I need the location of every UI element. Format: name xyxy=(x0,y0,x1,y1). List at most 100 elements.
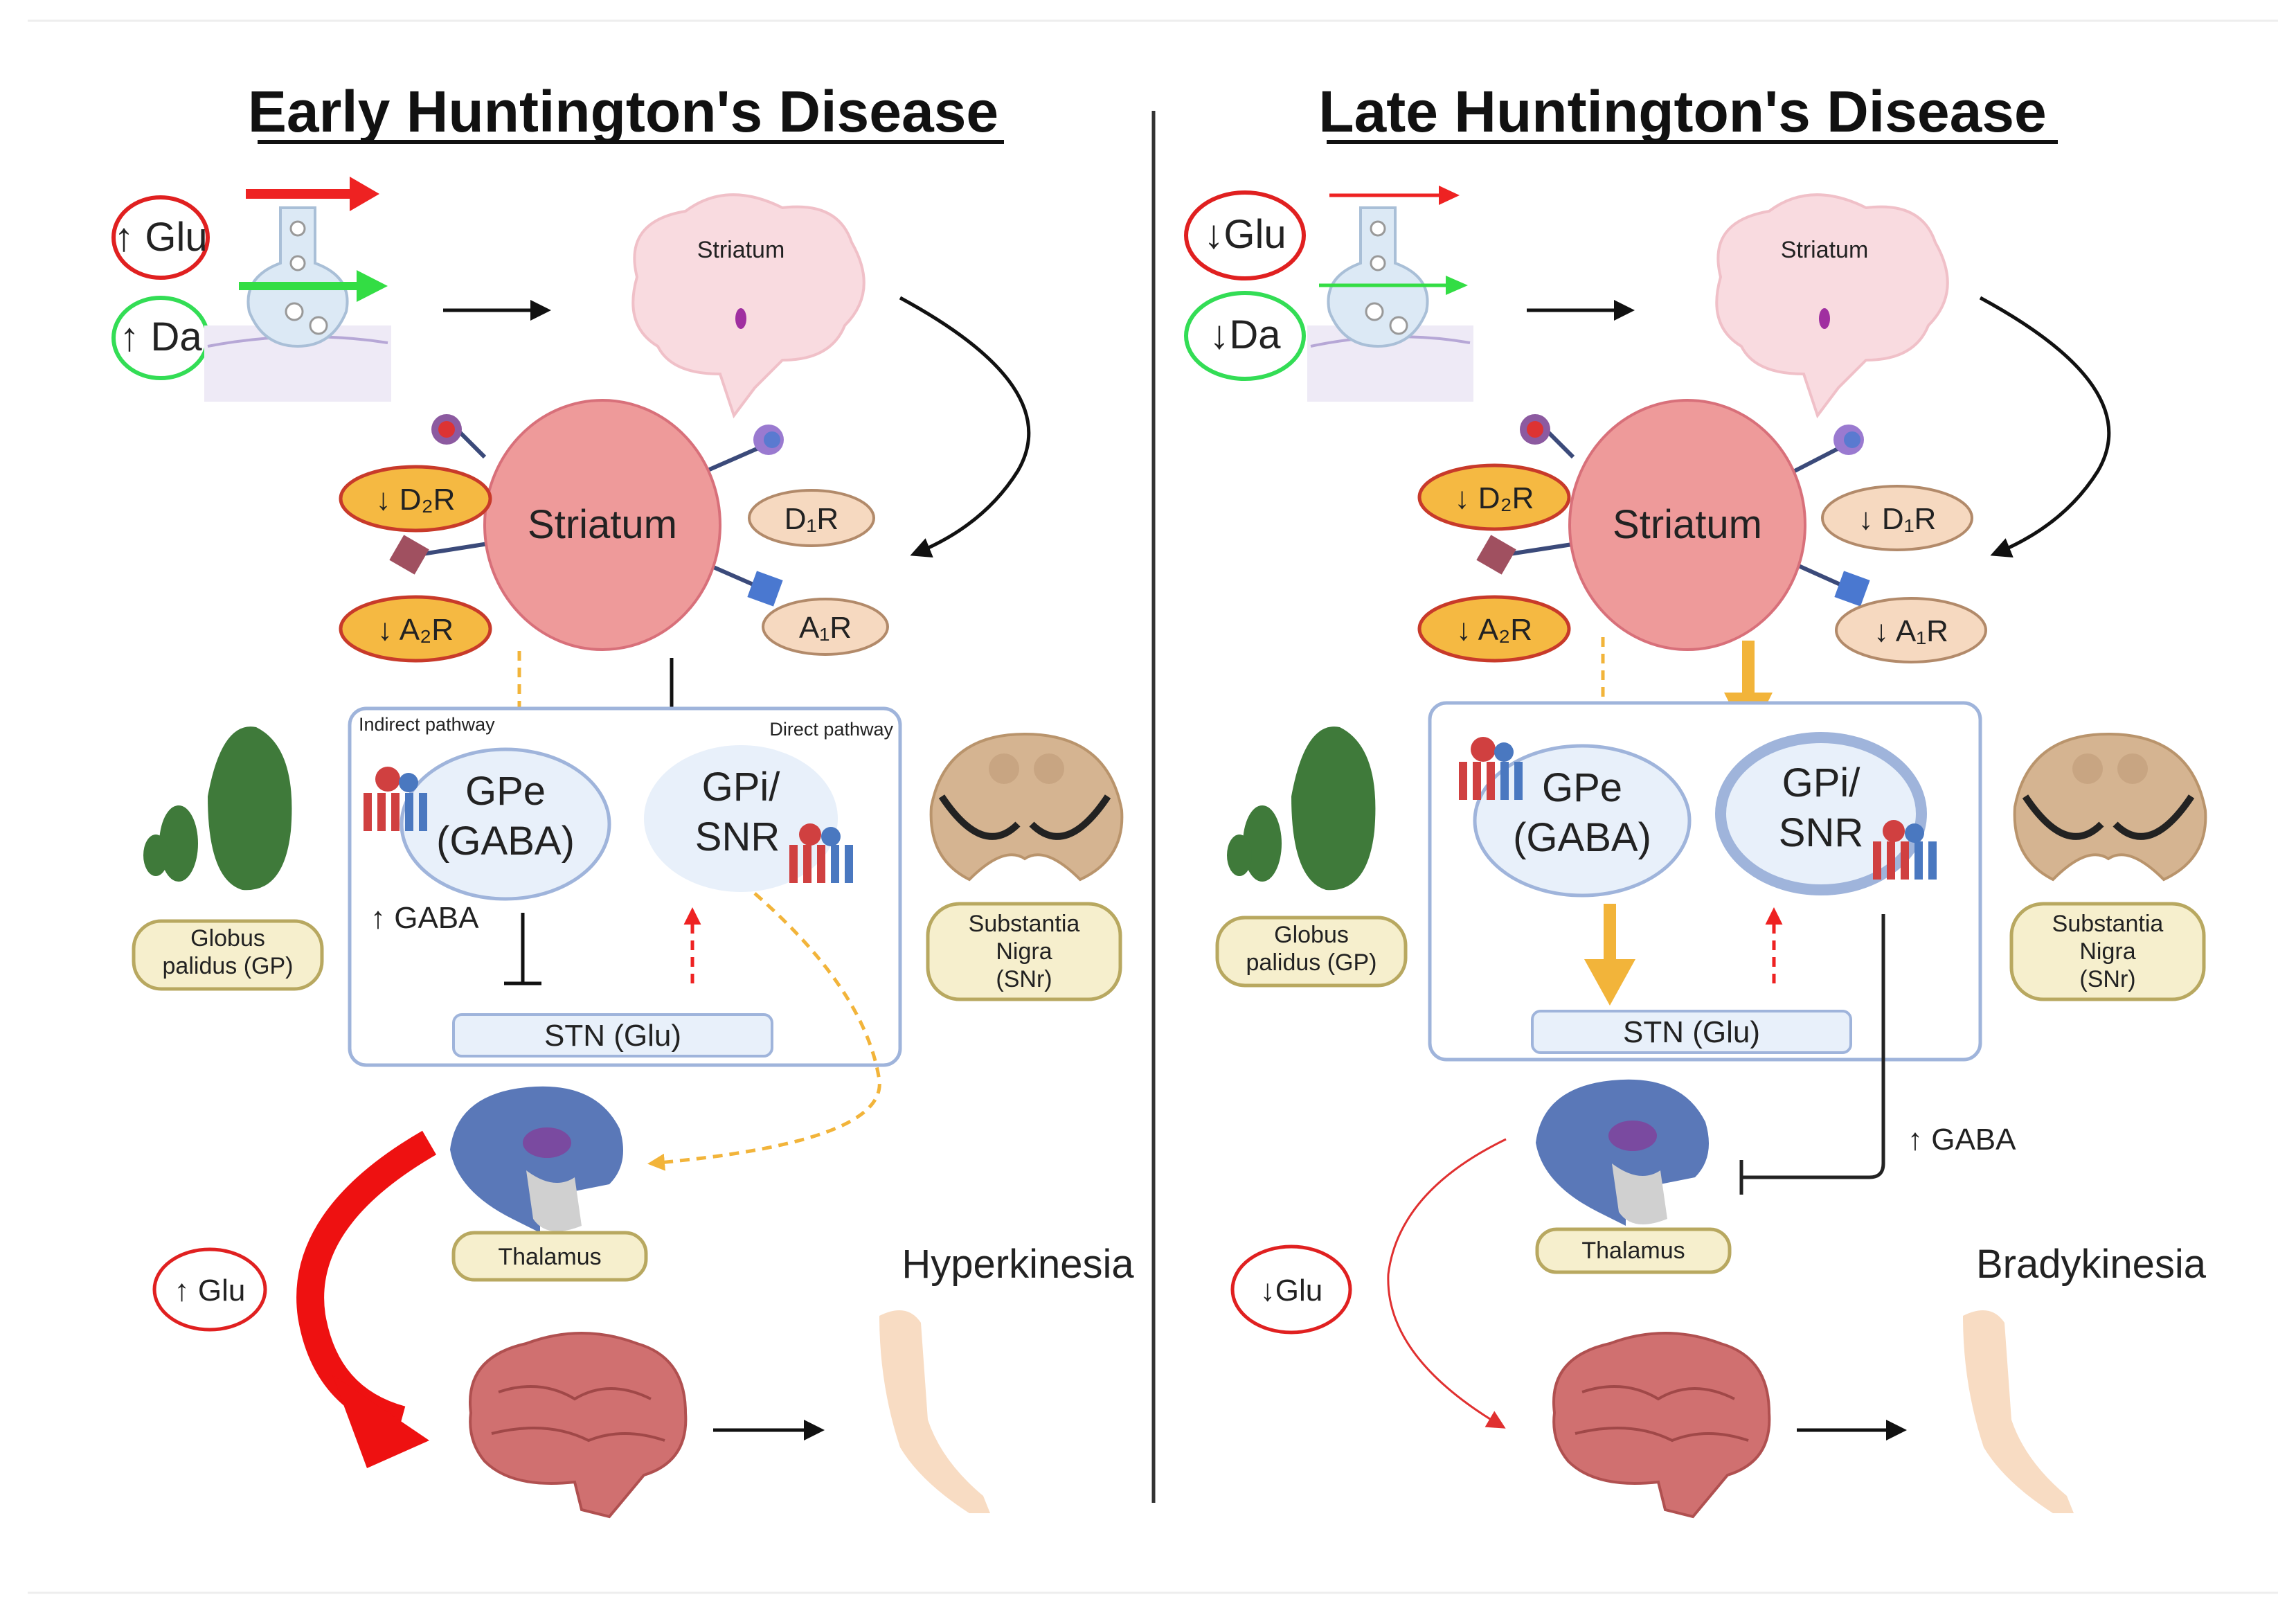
early-glu-badge: ↑ Glu xyxy=(111,195,210,280)
late-striatum-label: Striatum xyxy=(1613,502,1762,547)
early-gpi-line2: SNR xyxy=(695,814,780,859)
early-a1r-pill: A₁R xyxy=(762,598,889,656)
early-synapse-icon xyxy=(204,206,391,402)
late-gpe-line2: (GABA) xyxy=(1513,815,1651,860)
early-sn-line2: Nigra xyxy=(996,938,1052,965)
late-stn-text: STN (Glu) xyxy=(1623,1015,1760,1049)
early-striatum-label: Striatum xyxy=(528,502,677,547)
late-globus-pallidus-icon xyxy=(1227,726,1376,891)
early-globus-pallidus-icon xyxy=(143,726,292,891)
late-synapse-icon xyxy=(1307,206,1473,402)
late-da-badge: ↓Da xyxy=(1184,291,1306,381)
late-brain-to-striatum-arrow xyxy=(1979,296,2111,558)
late-glu-badge-text: ↓Glu xyxy=(1203,212,1286,257)
early-indirect-label: Indirect pathway xyxy=(359,714,495,735)
late-a2r-text: ↓ A₂R xyxy=(1456,613,1532,647)
early-cortex-brain-icon xyxy=(469,1332,688,1519)
late-da-badge-text: ↓Da xyxy=(1209,312,1281,357)
late-outcome-label: Bradykinesia xyxy=(1976,1242,2207,1287)
early-globus-pallidus-pill: Globus palidus (GP) xyxy=(132,919,324,991)
early-stn-node: STN (Glu) xyxy=(452,1013,773,1058)
early-direct-label: Direct pathway xyxy=(769,719,893,740)
late-gpi-node: GPi/ SNR xyxy=(1715,732,1927,895)
late-gpe-receptor-icon xyxy=(1459,737,1523,800)
late-gpe-node: GPe (GABA) xyxy=(1473,744,1692,898)
early-arm-icon xyxy=(879,1310,990,1513)
late-a2r-pill: ↓ A₂R xyxy=(1417,595,1571,663)
late-gpe-line1: GPe xyxy=(1542,765,1622,810)
early-striatum-node xyxy=(483,399,721,651)
early-brain-striatum-icon: Striatum xyxy=(631,193,866,419)
late-striatum-node xyxy=(1568,399,1806,651)
late-gpi-receptor-icon xyxy=(1873,820,1937,880)
early-substantia-nigra-pill: Substantia Nigra (SNr) xyxy=(926,902,1122,1001)
early-outcome-label: Hyperkinesia xyxy=(902,1242,1134,1287)
late-glu-badge: ↓Glu xyxy=(1184,190,1306,280)
late-d2r-pill: ↓ D₂R xyxy=(1417,463,1571,531)
early-d1r-pill: D₁R xyxy=(748,489,875,547)
early-glu-output-arrow xyxy=(296,1130,437,1434)
early-a2r-text: ↓ A₂R xyxy=(377,613,454,647)
late-gp-line2: palidus (GP) xyxy=(1246,949,1377,976)
late-globus-pallidus-pill: Globus palidus (GP) xyxy=(1215,916,1408,988)
late-gaba-label: ↑ GABA xyxy=(1908,1123,2016,1157)
early-d2r-text: ↓ D₂R xyxy=(376,483,456,517)
early-da-badge: ↑ Da xyxy=(111,296,210,380)
early-panel: Early Huntington's Disease ↑ Glu ↑ Da xyxy=(111,79,1134,1519)
late-a1r-pill: ↓ A₁R xyxy=(1835,597,1987,663)
early-stn-text: STN (Glu) xyxy=(544,1019,681,1053)
late-d1r-text: ↓ D₁R xyxy=(1858,502,1937,536)
late-gpi-thalamus-inhibit xyxy=(1741,914,1885,1179)
early-thalamus-icon xyxy=(450,1086,623,1233)
early-gaba-label: ↑ GABA xyxy=(370,901,479,935)
late-gpi-line1: GPi/ xyxy=(1782,760,1861,805)
early-gpi-receptor-icon xyxy=(789,823,853,883)
early-gpi-line1: GPi/ xyxy=(702,765,781,810)
late-stn-node: STN (Glu) xyxy=(1531,1010,1852,1054)
early-glu-output-badge: ↑ Glu xyxy=(152,1247,267,1332)
early-basal-ganglia-box xyxy=(348,706,902,1067)
late-gp-line1: Globus xyxy=(1274,922,1349,948)
late-glu-output-text: ↓Glu xyxy=(1260,1274,1322,1308)
late-title: Late Huntington's Disease xyxy=(1318,79,2046,144)
early-d2r-pill: ↓ D₂R xyxy=(339,465,492,533)
early-substantia-nigra-icon xyxy=(929,732,1124,882)
late-brain-label: Striatum xyxy=(1781,237,1869,263)
late-glu-output-arrow xyxy=(1387,1138,1507,1429)
late-sn-line3: (SNr) xyxy=(2079,966,2135,992)
early-glu-badge-text: ↑ Glu xyxy=(114,215,207,260)
early-thalamus-text: Thalamus xyxy=(498,1244,601,1270)
early-gp-line1: Globus xyxy=(190,925,265,952)
early-title: Early Huntington's Disease xyxy=(248,79,998,144)
late-substantia-nigra-icon xyxy=(2013,732,2207,882)
early-gpi-thalamus-arrow xyxy=(647,892,881,1171)
late-arm-icon xyxy=(1963,1310,2074,1513)
early-brain-label: Striatum xyxy=(697,237,785,263)
early-a1r-text: A₁R xyxy=(799,611,852,645)
early-gpe-node: GPe (GABA) xyxy=(400,747,611,901)
late-a1r-text: ↓ A₁R xyxy=(1874,614,1948,648)
late-thalamus-text: Thalamus xyxy=(1581,1238,1685,1264)
late-thalamus-icon xyxy=(1536,1079,1709,1226)
late-sn-line2: Nigra xyxy=(2079,938,2135,965)
early-a2r-pill: ↓ A₂R xyxy=(339,595,492,663)
late-d2r-text: ↓ D₂R xyxy=(1455,481,1534,515)
early-gpe-receptor-icon xyxy=(364,767,427,831)
early-gpe-line1: GPe xyxy=(465,769,546,814)
late-panel: Late Huntington's Disease ↓Glu ↓Da S xyxy=(1184,79,2207,1519)
early-gp-line2: palidus (GP) xyxy=(163,953,294,979)
early-da-badge-text: ↑ Da xyxy=(119,314,202,359)
early-glu-output-text: ↑ Glu xyxy=(174,1274,246,1308)
late-sn-line1: Substantia xyxy=(2052,911,2164,937)
late-glu-output-badge: ↓Glu xyxy=(1230,1244,1352,1335)
late-thalamus-pill: Thalamus xyxy=(1535,1227,1732,1274)
early-sn-line3: (SNr) xyxy=(996,966,1052,992)
late-cortex-brain-icon xyxy=(1552,1332,1771,1519)
late-gpi-line2: SNR xyxy=(1779,810,1863,855)
early-d1r-text: D₁R xyxy=(784,502,838,536)
late-d1r-pill: ↓ D₁R xyxy=(1821,485,1973,551)
late-substantia-nigra-pill: Substantia Nigra (SNr) xyxy=(2009,902,2206,1001)
early-gpe-line2: (GABA) xyxy=(436,819,575,864)
late-brain-striatum-icon: Striatum xyxy=(1715,193,1949,419)
early-brain-to-striatum-arrow xyxy=(899,296,1031,558)
